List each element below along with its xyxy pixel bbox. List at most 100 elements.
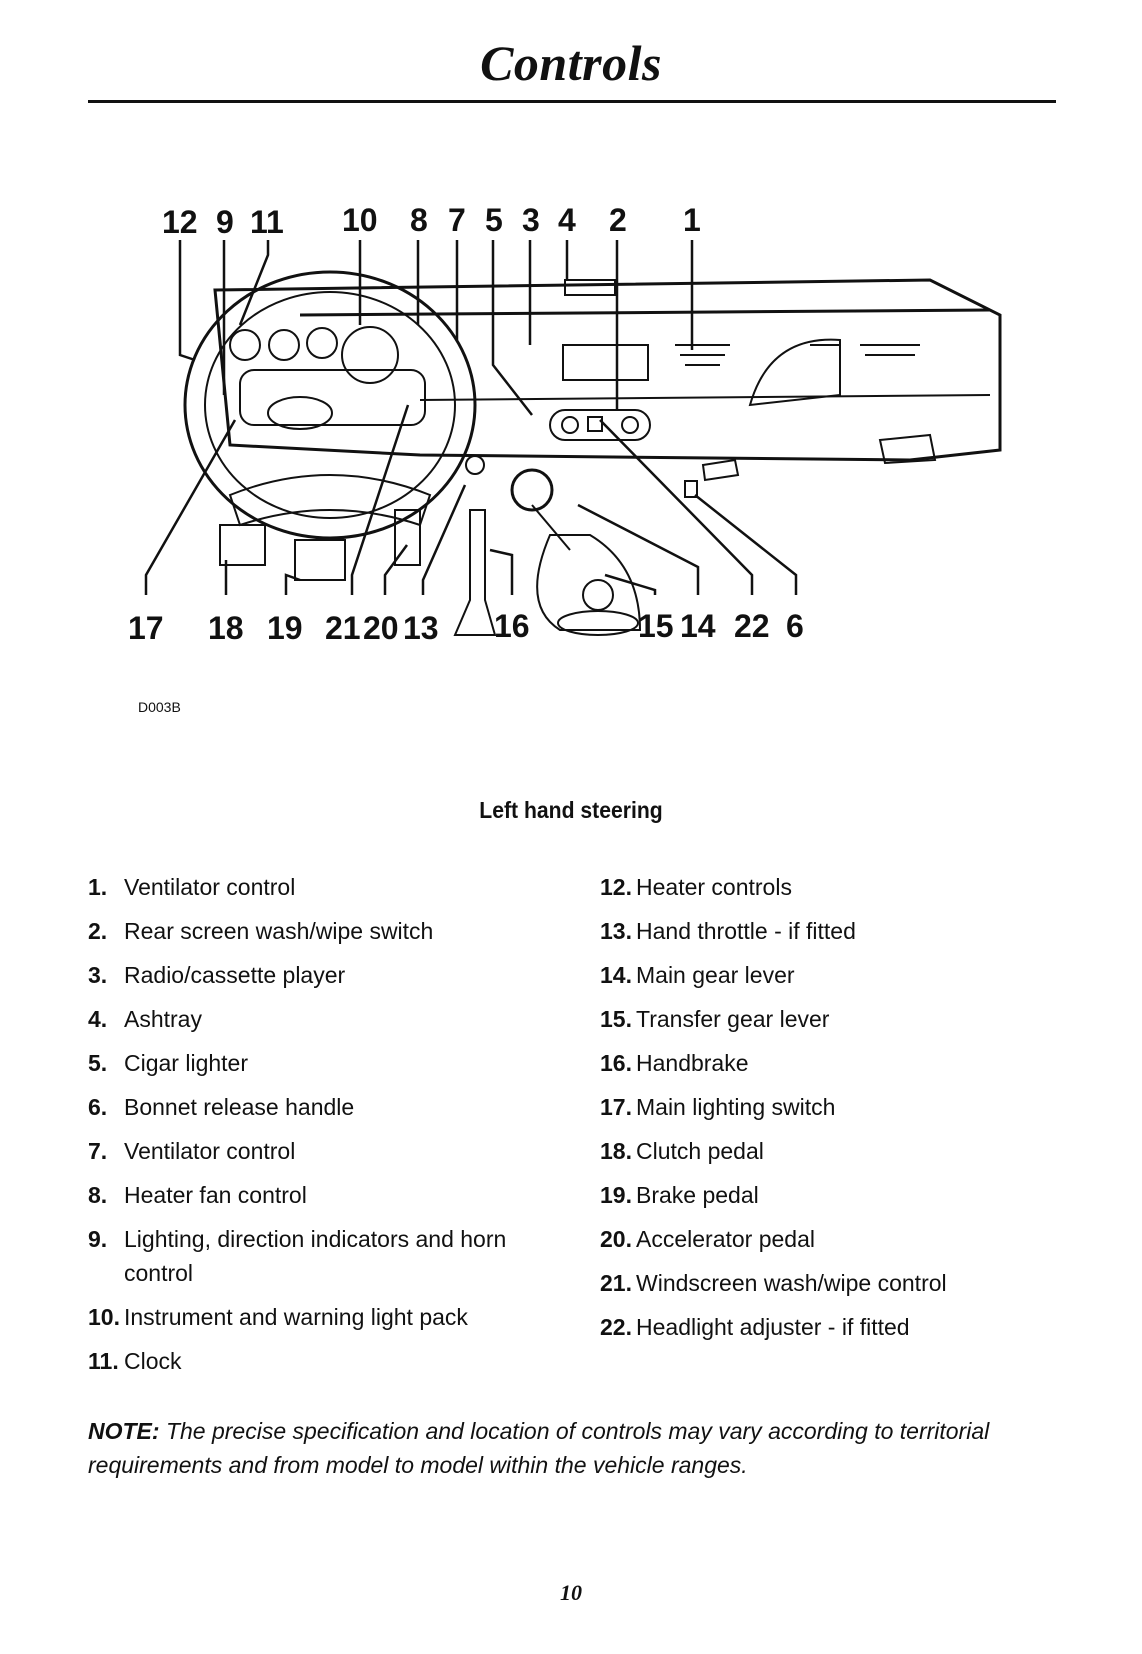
- legend-item: 7. Ventilator control: [88, 1134, 538, 1168]
- top-callouts: 12 9 11 10 8 7 5 3 4 2 1: [162, 205, 701, 240]
- brake-pedal: [295, 540, 345, 580]
- item-text: Transfer gear lever: [636, 1002, 829, 1036]
- item-text: Main lighting switch: [636, 1090, 835, 1124]
- note-paragraph: NOTE: The precise specification and loca…: [88, 1414, 1028, 1482]
- item-number: 8.: [88, 1178, 107, 1212]
- dashboard-diagram: 12 9 11 10 8 7 5 3 4 2 1 17 18 19 21 20 …: [120, 205, 1020, 695]
- transfer-gear-knob: [583, 580, 613, 610]
- legend-item: 10.Instrument and warning light pack: [88, 1300, 538, 1334]
- item-number: 17.: [600, 1090, 632, 1124]
- figure-caption: Left hand steering: [46, 797, 1097, 824]
- callout-5: 5: [485, 205, 503, 238]
- title-rule: [88, 100, 1056, 103]
- legend-item: 8. Heater fan control: [88, 1178, 538, 1212]
- legend-item: 6. Bonnet release handle: [88, 1090, 538, 1124]
- main-gear-knob: [512, 470, 552, 510]
- callout-6: 6: [786, 608, 804, 644]
- item-text: Accelerator pedal: [636, 1222, 815, 1256]
- callout-19: 19: [267, 610, 303, 646]
- callout-18: 18: [208, 610, 244, 646]
- item-text: Hand throttle - if fitted: [636, 914, 856, 948]
- callout-16: 16: [494, 608, 530, 644]
- item-text: Ventilator control: [124, 870, 295, 904]
- item-text: Clutch pedal: [636, 1134, 764, 1168]
- callout-14: 14: [680, 608, 716, 644]
- radio: [563, 345, 648, 380]
- item-number: 16.: [600, 1046, 632, 1080]
- bottom-callouts: 17 18 19 21 20 13 16 15 14 22 6: [128, 608, 804, 646]
- item-number: 2.: [88, 914, 107, 948]
- legend-item: 3. Radio/cassette player: [88, 958, 538, 992]
- item-text: Windscreen wash/wipe control: [636, 1266, 947, 1300]
- callout-7: 7: [448, 205, 466, 238]
- callout-12: 12: [162, 205, 198, 240]
- item-text: Ashtray: [124, 1002, 202, 1036]
- legend-left-column: 1. Ventilator control 2. Rear screen wash/…: [88, 870, 538, 1388]
- legend-item: 20.Accelerator pedal: [600, 1222, 1040, 1256]
- steering-wheel: [185, 272, 475, 538]
- legend-item: 11.Clock: [88, 1344, 538, 1378]
- item-text: Heater controls: [636, 870, 792, 904]
- page-number: 10: [0, 1580, 1142, 1606]
- item-number: 22.: [600, 1310, 632, 1344]
- item-number: 11.: [88, 1344, 119, 1378]
- item-number: 13.: [600, 914, 632, 948]
- legend-item: 4. Ashtray: [88, 1002, 538, 1036]
- legend-right-column: 12.Heater controls 13.Hand throttle - if…: [600, 870, 1040, 1354]
- legend-item: 12.Heater controls: [600, 870, 1040, 904]
- legend-item: 17.Main lighting switch: [600, 1090, 1040, 1124]
- legend-item: 1. Ventilator control: [88, 870, 538, 904]
- legend-item: 9. Lighting, direction indicators and hor…: [88, 1222, 538, 1290]
- item-number: 3.: [88, 958, 107, 992]
- item-text: Lighting, direction indicators and horn …: [124, 1222, 514, 1290]
- callout-21: 21: [325, 610, 361, 646]
- callout-10: 10: [342, 205, 378, 238]
- callout-3: 3: [522, 205, 540, 238]
- item-text: Heater fan control: [124, 1178, 307, 1212]
- item-text: Radio/cassette player: [124, 958, 345, 992]
- item-text: Handbrake: [636, 1046, 749, 1080]
- figure-reference: D003B: [138, 699, 181, 715]
- legend-item: 18.Clutch pedal: [600, 1134, 1040, 1168]
- legend-item: 5. Cigar lighter: [88, 1046, 538, 1080]
- item-number: 20.: [600, 1222, 632, 1256]
- callout-4: 4: [558, 205, 576, 238]
- hand-throttle: [466, 456, 484, 474]
- callout-9: 9: [216, 205, 234, 240]
- item-text: Ventilator control: [124, 1134, 295, 1168]
- legend-item: 2. Rear screen wash/wipe switch: [88, 914, 538, 948]
- note-label: NOTE:: [88, 1418, 160, 1444]
- main-gear-lever: [532, 505, 570, 550]
- item-text: Rear screen wash/wipe switch: [124, 914, 433, 948]
- item-number: 15.: [600, 1002, 632, 1036]
- callout-1: 1: [683, 205, 701, 238]
- callout-20: 20: [363, 610, 399, 646]
- callout-15: 15: [638, 608, 674, 644]
- item-number: 21.: [600, 1266, 632, 1300]
- callout-13: 13: [403, 610, 439, 646]
- note-text: The precise specification and location o…: [88, 1418, 989, 1478]
- item-text: Bonnet release handle: [124, 1090, 354, 1124]
- item-text: Main gear lever: [636, 958, 795, 992]
- item-number: 14.: [600, 958, 632, 992]
- callout-11: 11: [250, 205, 284, 240]
- legend-item: 13.Hand throttle - if fitted: [600, 914, 1040, 948]
- item-number: 4.: [88, 1002, 107, 1036]
- legend-item: 14.Main gear lever: [600, 958, 1040, 992]
- item-number: 18.: [600, 1134, 632, 1168]
- item-text: Instrument and warning light pack: [124, 1300, 468, 1334]
- legend-item: 22.Headlight adjuster - if fitted: [600, 1310, 1040, 1344]
- item-text: Cigar lighter: [124, 1046, 248, 1080]
- switch-panel: [550, 410, 650, 440]
- legend-item: 15.Transfer gear lever: [600, 1002, 1040, 1036]
- ashtray: [565, 280, 615, 295]
- item-number: 5.: [88, 1046, 107, 1080]
- item-number: 6.: [88, 1090, 107, 1124]
- item-number: 1.: [88, 870, 107, 904]
- bonnet-release: [685, 481, 697, 497]
- legend-item: 16.Handbrake: [600, 1046, 1040, 1080]
- item-number: 9.: [88, 1222, 107, 1256]
- page-title: Controls: [0, 34, 1142, 92]
- item-text: Clock: [124, 1344, 182, 1378]
- item-number: 7.: [88, 1134, 107, 1168]
